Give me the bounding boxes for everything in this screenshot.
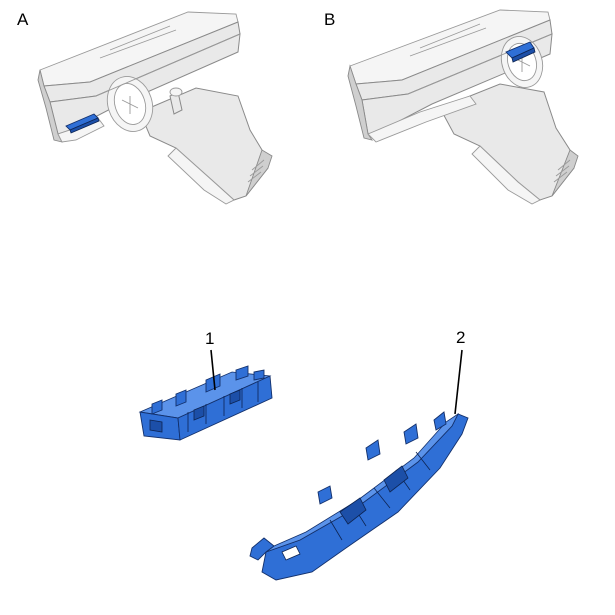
view-a-dashboard [37, 11, 273, 205]
callout-label-2: 2 [456, 328, 465, 347]
view-b-dashboard [347, 9, 579, 205]
leader-line-1 [210, 349, 216, 391]
leader-line-2 [454, 349, 463, 415]
callout-label-1: 1 [205, 329, 214, 348]
view-label-b: B [324, 10, 335, 29]
view-label-a: A [17, 10, 29, 29]
part-1-bracket [138, 365, 273, 441]
part-2-bracket [249, 411, 469, 581]
